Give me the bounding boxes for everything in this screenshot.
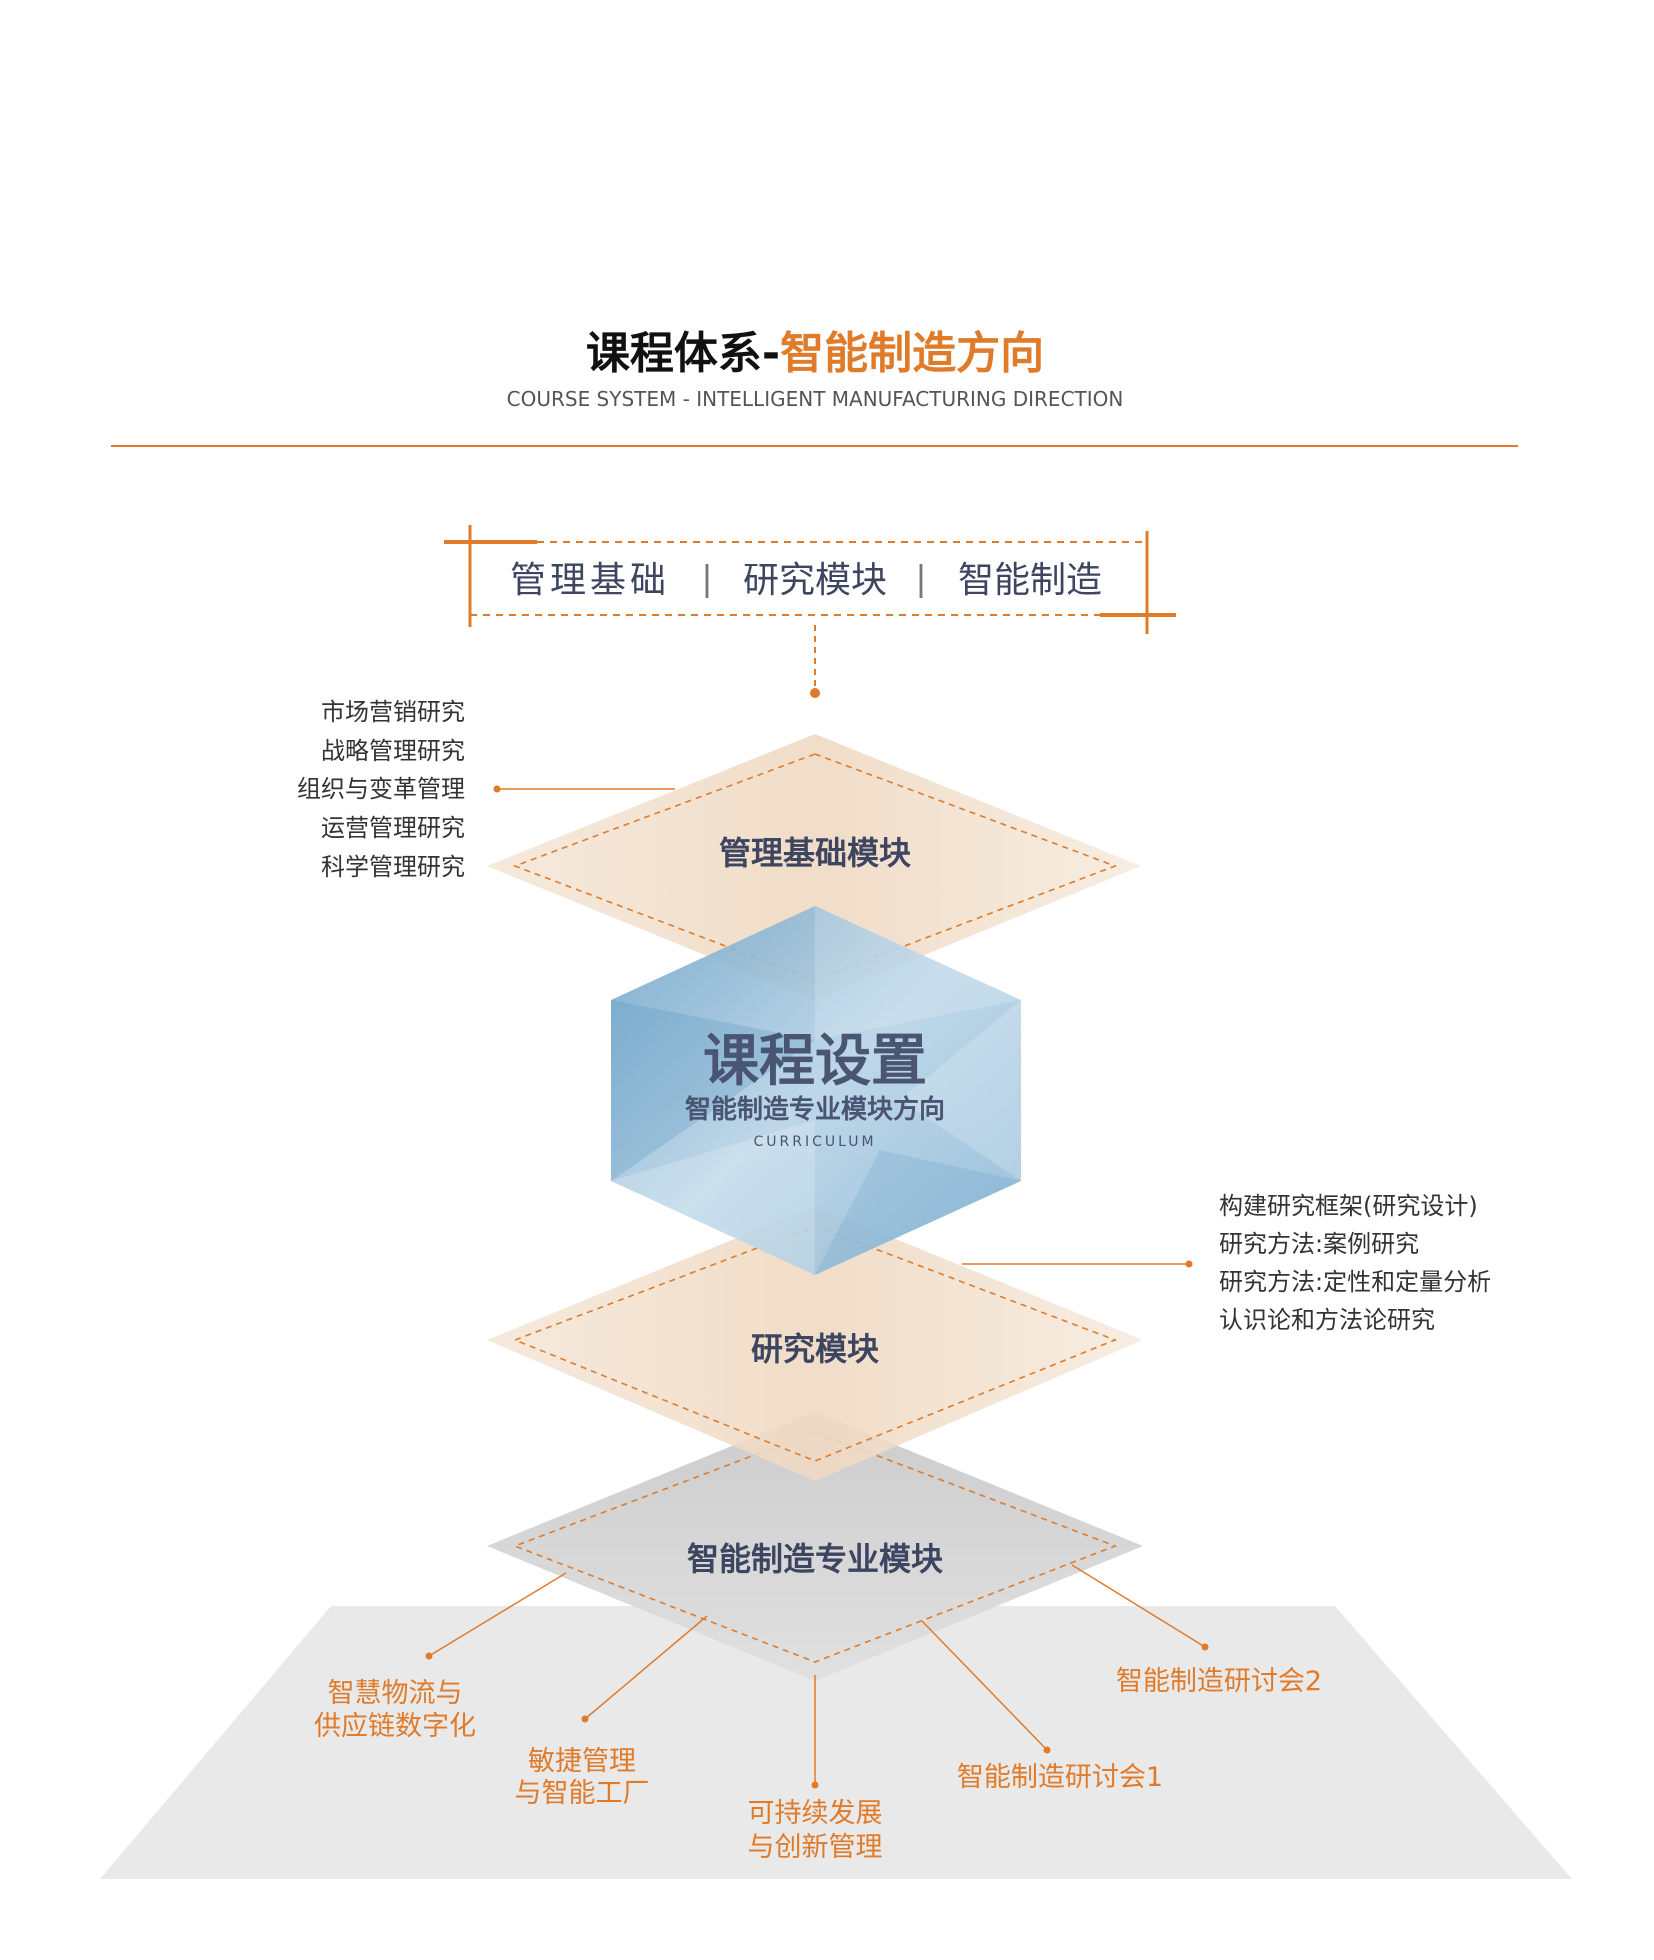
list-item: 研究方法:定性和定量分析 xyxy=(1219,1268,1491,1296)
list-item: 智慧物流与 xyxy=(328,1678,463,1709)
center-english: CURRICULUM xyxy=(753,1134,876,1150)
list-item: 运营管理研究 xyxy=(321,814,465,842)
list-item: 构建研究框架(研究设计) xyxy=(1219,1192,1478,1220)
connector-dot xyxy=(1043,1746,1051,1754)
specialty-module-label: 智能制造专业模块 xyxy=(687,1540,943,1578)
research-module-label: 研究模块 xyxy=(751,1330,879,1368)
list-item: 与创新管理 xyxy=(748,1832,883,1863)
banner-item-management: 管理基础 xyxy=(510,560,670,601)
banner-item-research: 研究模块 xyxy=(743,560,887,601)
connector-dot xyxy=(581,1715,589,1723)
management-module-label: 管理基础模块 xyxy=(719,834,911,872)
connector-dot xyxy=(1201,1643,1209,1651)
center-subtitle: 智能制造专业模块方向 xyxy=(685,1094,945,1125)
connector-dot xyxy=(493,785,501,793)
center-title: 课程设置 xyxy=(703,1029,927,1094)
list-item: 与智能工厂 xyxy=(515,1778,650,1809)
list-item: 科学管理研究 xyxy=(321,853,465,881)
list-item: 组织与变革管理 xyxy=(297,775,465,803)
specialty-module-diamond xyxy=(487,1412,1143,1681)
page-subtitle: COURSE SYSTEM - INTELLIGENT MANUFACTURIN… xyxy=(507,387,1124,411)
page-title: 课程体系-智能制造方向 xyxy=(586,328,1044,379)
banner-frame xyxy=(444,525,1176,698)
connector-dot xyxy=(811,1781,819,1789)
research-module-diamond xyxy=(487,1206,1143,1481)
list-item: 可持续发展 xyxy=(748,1798,883,1829)
floor-platform xyxy=(100,1606,1572,1879)
list-item: 市场营销研究 xyxy=(321,698,465,726)
banner-separator: | xyxy=(701,559,712,599)
banner-separator: | xyxy=(915,559,926,599)
specialty-connectors xyxy=(428,1564,1206,1785)
management-courses-list: 市场营销研究 战略管理研究 组织与变革管理 运营管理研究 科学管理研究 xyxy=(297,698,465,881)
connector-dot xyxy=(810,688,820,698)
list-item: 敏捷管理 xyxy=(528,1746,636,1777)
list-item: 供应链数字化 xyxy=(314,1711,476,1742)
list-item: 智能制造研讨会1 xyxy=(957,1762,1163,1793)
connector-dot xyxy=(1185,1260,1193,1268)
list-item: 智能制造研讨会2 xyxy=(1116,1666,1322,1697)
specialty-courses-list: 智慧物流与 供应链数字化 敏捷管理 与智能工厂 可持续发展 与创新管理 智能制造… xyxy=(314,1666,1322,1863)
list-item: 认识论和方法论研究 xyxy=(1219,1306,1435,1334)
connector-dot xyxy=(425,1652,433,1660)
research-courses-list: 构建研究框架(研究设计) 研究方法:案例研究 研究方法:定性和定量分析 认识论和… xyxy=(1219,1192,1491,1334)
list-item: 战略管理研究 xyxy=(321,737,465,765)
banner-item-intelligent: 智能制造 xyxy=(958,560,1102,601)
list-item: 研究方法:案例研究 xyxy=(1219,1230,1419,1258)
curriculum-hexagon xyxy=(611,906,1021,1275)
